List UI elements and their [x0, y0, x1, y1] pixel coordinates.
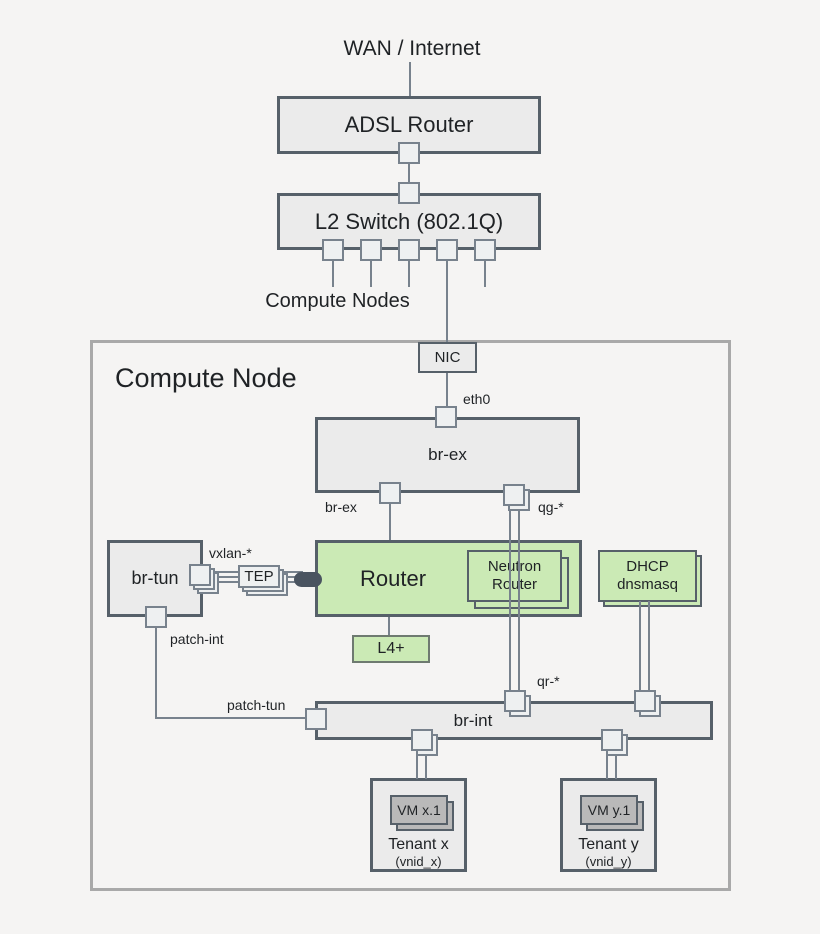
l2-port5-line [484, 259, 486, 287]
l2-bottom-port-4 [436, 239, 458, 261]
l2-bottom-port-1 [322, 239, 344, 261]
br-tun-bottom-port [145, 606, 167, 628]
l2-port2-line [370, 259, 372, 287]
l2-port4-to-nic-line [446, 259, 448, 343]
nic-to-eth0-line [446, 372, 448, 408]
br-ex-left-port [379, 482, 401, 504]
compute-node-title: Compute Node [115, 363, 297, 393]
dhcp-label-line2: dnsmasq [617, 576, 678, 593]
nic-box: NIC [418, 342, 477, 373]
patch-int-label: patch-int [170, 631, 224, 647]
vm-y-box: VM y.1 [580, 795, 638, 825]
wan-internet-label: WAN / Internet [343, 37, 481, 60]
l2-port3-line [408, 259, 410, 287]
br-tun-box: br-tun [107, 540, 203, 617]
patch-tun-label: patch-tun [227, 697, 286, 713]
br-int-label: br-int [453, 711, 493, 730]
qg-port-label: qg-* [538, 499, 564, 515]
br-int-bottom-port-y [601, 729, 623, 751]
l2-bottom-port-2 [360, 239, 382, 261]
patch-int-vline [155, 627, 157, 719]
qg-port-square [503, 484, 525, 506]
dhcp-double-link [639, 601, 650, 691]
vm-x-double-link [416, 750, 427, 779]
l4-box: L4+ [352, 635, 430, 663]
eth0-port [435, 406, 457, 428]
neutron-router-box: Neutron Router [467, 550, 562, 602]
br-ex-box: br-ex [315, 417, 580, 493]
neutron-router-label-line2: Router [491, 576, 538, 593]
neutron-router-label-line1: Neutron [487, 557, 542, 575]
tenant-y-name: Tenant y [578, 836, 639, 853]
adsl-bottom-port [398, 142, 420, 164]
vxlan-port-label: vxlan-* [209, 545, 252, 561]
tunnel-endpoint-capsule [294, 572, 322, 587]
vm-y-double-link [606, 750, 617, 779]
adsl-to-l2-line [408, 163, 410, 183]
compute-nodes-label: Compute Nodes [265, 290, 410, 312]
eth0-label: eth0 [463, 391, 491, 407]
br-int-bottom-port-x [411, 729, 433, 751]
qr-port-label: qr-* [537, 673, 560, 689]
l2-top-port [398, 182, 420, 204]
compute-node-container [90, 340, 731, 891]
br-ex-port-label: br-ex [325, 499, 357, 515]
tep-box: TEP [238, 565, 280, 588]
qg-double-link [509, 505, 520, 691]
l2-port1-line [332, 259, 334, 287]
tenant-x-vnid: (vnid_x) [395, 854, 442, 869]
qr-port-square [504, 690, 526, 712]
l2-bottom-port-5 [474, 239, 496, 261]
tenant-x-name: Tenant x [388, 836, 449, 853]
vm-x-box: VM x.1 [390, 795, 448, 825]
router-to-l4-line [388, 616, 390, 636]
tenant-y-vnid: (vnid_y) [585, 854, 632, 869]
dhcp-dnsmasq-box: DHCP dnsmasq [598, 550, 697, 602]
patch-tun-hline [155, 717, 307, 719]
vxlan-port-square [189, 564, 211, 586]
wan-to-adsl-line [409, 62, 411, 97]
brex-to-router-line [389, 503, 391, 541]
dhcp-label-line1: DHCP [626, 557, 669, 575]
br-int-left-port [305, 708, 327, 730]
l2-bottom-port-3 [398, 239, 420, 261]
dhcp-port-square [634, 690, 656, 712]
